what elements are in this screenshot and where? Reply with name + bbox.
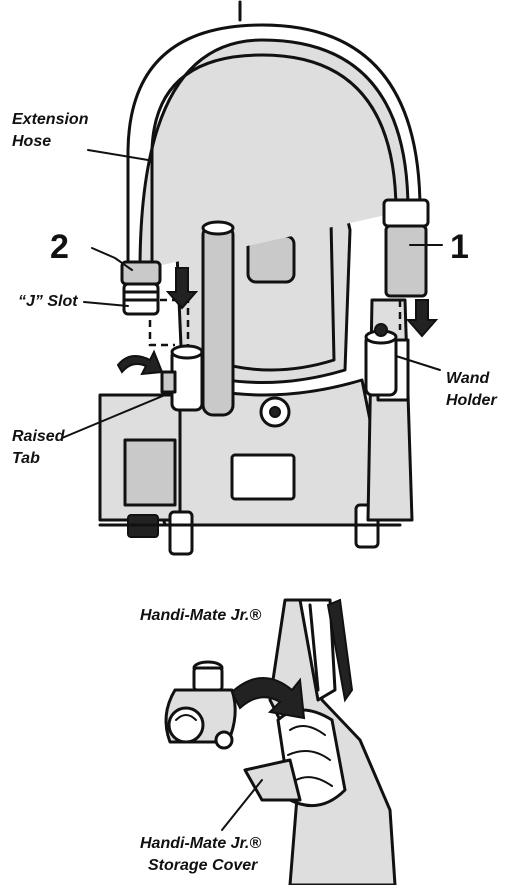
storage-cover-label: Handi-Mate Jr.®	[140, 835, 261, 852]
down-arrow-icon	[405, 299, 439, 338]
wand-holder-label: Wand	[446, 370, 490, 387]
wand-holder-label-2: Holder	[446, 392, 497, 409]
handi-mate-illustration	[164, 598, 397, 885]
handi-mate-label: Handi-Mate Jr.®	[140, 607, 261, 624]
raised-tab-label: Raised	[12, 428, 66, 445]
storage-cover-label-2: Storage Cover	[148, 857, 258, 874]
raised-tab-label-2: Tab	[12, 450, 40, 467]
down-arrow-icon	[165, 267, 199, 310]
step-one-number: 1	[450, 228, 469, 266]
extension-hose-label-2: Hose	[12, 133, 51, 150]
j-slot-label: “J” Slot	[18, 293, 78, 310]
leader-line-storage-cover	[221, 779, 263, 831]
curved-arrow-icon	[230, 677, 306, 720]
extension-hose-label: Extension	[12, 111, 89, 128]
vacuum-illustration	[98, 0, 439, 556]
leader-lines-figure1	[61, 149, 443, 439]
curved-arrow-icon	[116, 349, 164, 376]
step-two-number: 2	[50, 228, 69, 266]
